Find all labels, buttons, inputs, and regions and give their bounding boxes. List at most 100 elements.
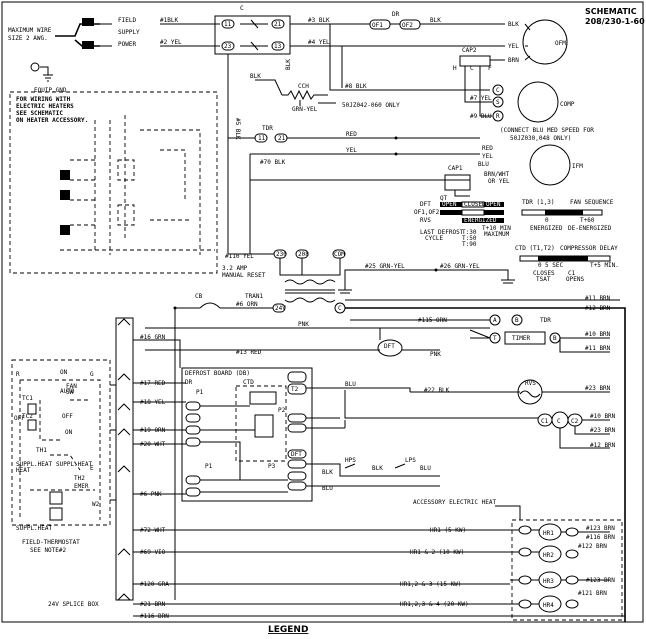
- tmin: T+10 MIN: [482, 225, 511, 232]
- tdr-label: TDR: [262, 125, 273, 132]
- hps-blk-label: BLK: [322, 469, 333, 476]
- circuit-breaker-icon: [175, 302, 273, 309]
- ofm-blk-label: BLK: [508, 21, 519, 28]
- wire-10b-label: #10 BRN: [590, 413, 616, 420]
- wire-11b-label: #11 BRN: [585, 345, 611, 352]
- cycle-label: CYCLE: [425, 235, 443, 242]
- transformer-secondary-icon: [284, 297, 336, 303]
- wire-3-label: #3 BLK: [308, 17, 330, 24]
- ifm-note-1: (CONNECT BLU MED SPEED FOR: [500, 127, 594, 134]
- wire-8-label: #8 BLK: [345, 83, 367, 90]
- dft-row: DFT: [420, 201, 431, 208]
- wire-4-label: #4 YEL: [308, 39, 330, 46]
- p1-label: P1: [196, 389, 204, 396]
- yel-wire-label: YEL: [346, 147, 357, 154]
- wire-23b-label: #23 BRN: [590, 427, 616, 434]
- thermostat-note: SEE NOTE#2: [30, 547, 67, 554]
- tstat-suppl2: SUPPL.HEAT: [56, 461, 93, 468]
- dft-switch-icon: [377, 339, 403, 357]
- hr4-label: HR4: [543, 602, 554, 609]
- wire-123b-label: #123 BRN: [586, 577, 615, 584]
- ifm-yel: YEL: [482, 153, 493, 160]
- compressor-icon: [517, 81, 559, 123]
- hr3-kw: HR1,2 & 3 (15 KW): [400, 581, 461, 588]
- p1b-label: P1: [205, 463, 213, 470]
- comp-r: R: [496, 113, 500, 120]
- cap2-h: H: [453, 65, 457, 72]
- splice-box: [115, 317, 134, 601]
- contactor-label: C: [240, 5, 244, 12]
- tran-label: TRAN1: [245, 293, 263, 300]
- cch-blk-label: BLK: [250, 73, 261, 80]
- tdr-t: T: [493, 335, 497, 342]
- rvs-label: RVS: [525, 380, 536, 387]
- comp-delay: COMPRESSOR DELAY: [560, 245, 618, 252]
- cch-note: 50JZ042-060 ONLY: [342, 102, 400, 109]
- amp-note-2: MANUAL RESET: [222, 272, 266, 279]
- tstat-on2: ON: [65, 429, 73, 436]
- ifm-red: RED: [482, 145, 493, 152]
- fan-deen: DE-ENERGIZED: [568, 225, 612, 232]
- db-dr-label: DR: [185, 379, 193, 386]
- wire-122-label: #122 BRN: [578, 543, 607, 550]
- fan-0: 0: [545, 217, 549, 224]
- tran-c: C: [338, 305, 342, 312]
- transformer-primary-icon: [284, 279, 336, 285]
- wire-9-label: #9 BLU: [470, 113, 492, 120]
- hps-label: HPS: [345, 457, 356, 464]
- ground-icon-2: [500, 269, 515, 284]
- of-row: OF1,OF2: [414, 209, 440, 216]
- ctd-head: CTD (T1,T2): [515, 245, 555, 252]
- power-label: POWER: [118, 41, 136, 48]
- timer-box: [504, 331, 546, 345]
- tstat-w2: W2: [92, 501, 100, 508]
- fan-sequence-table: TDR (1,3) FAN SEQUENCE 0 T+60 ENERGIZED …: [521, 199, 614, 232]
- ctd-tsat: TSAT: [536, 276, 551, 283]
- timer-label: TIMER: [512, 335, 530, 342]
- dft-open1: OPEN: [442, 201, 457, 208]
- wire-123a-label: #123 BRN: [586, 525, 615, 532]
- tstat-emer: EMER: [74, 483, 89, 490]
- thermostat-label: FIELD-THERMOSTAT: [22, 539, 80, 546]
- tstat-th2: TH2: [74, 475, 85, 482]
- cap1-label: CAP1: [448, 165, 463, 172]
- wire-blk-label: BLK: [430, 17, 441, 24]
- lps-label: LPS: [405, 457, 416, 464]
- tdr-b2: B: [553, 335, 557, 342]
- coil-c1: C1: [541, 418, 549, 425]
- heater-note-4: ON HEATER ACCESSORY.: [16, 117, 88, 124]
- ctd-t5: T+5 MIN.: [590, 262, 619, 269]
- cch-grnyel-label: GRN-YEL: [292, 106, 318, 113]
- wire-size-note: SIZE 2 AWG.: [8, 35, 48, 42]
- red-wire-label: RED: [346, 131, 357, 138]
- tran-ground-icon: [338, 270, 352, 294]
- wire-11a-label: #11 BRN: [585, 295, 611, 302]
- legend-heading: LEGEND: [268, 625, 308, 635]
- hr2-icon: [538, 545, 562, 563]
- tstat-off2: OFF: [62, 413, 73, 420]
- ctd-5sec: 5 SEC: [545, 262, 563, 269]
- heater-note-3: SEE SCHEMATIC: [16, 110, 63, 117]
- c-terminal-11: 11: [224, 21, 232, 28]
- wire-1-label: #1BLK: [160, 17, 178, 24]
- tstat-fan: FAN: [66, 383, 77, 390]
- of1-contact: OF1: [372, 22, 383, 29]
- title-line1: SCHEMATIC: [585, 7, 637, 16]
- left-wire-labels: #16 GRN #17 RED #18 YEL #19 ORN #20 WHT …: [140, 334, 169, 620]
- tstat-th1: TH1: [36, 447, 47, 454]
- c-terminal-21: 21: [274, 21, 282, 28]
- dft-closed: CLOSED: [464, 201, 486, 208]
- qt-label: QT: [440, 195, 448, 202]
- heater-note-1: FOR WIRING WITH: [16, 96, 71, 103]
- rvs-energized: ENERGIZED: [464, 217, 497, 224]
- tran-208: 208: [298, 251, 309, 258]
- ctd-opens: OPENS: [566, 276, 584, 283]
- comp-s: S: [496, 99, 500, 106]
- fan-en: ENERGIZED: [530, 225, 563, 232]
- tstat-e: E: [90, 465, 94, 472]
- heater-kw-labels: HR1 (5 KW) HR1 & 2 (10 KW) HR1,2 & 3 (15…: [400, 527, 469, 608]
- coil-c-label: C: [557, 418, 561, 425]
- ofm-label: OFM: [555, 40, 566, 47]
- cap2-c: C: [470, 65, 474, 72]
